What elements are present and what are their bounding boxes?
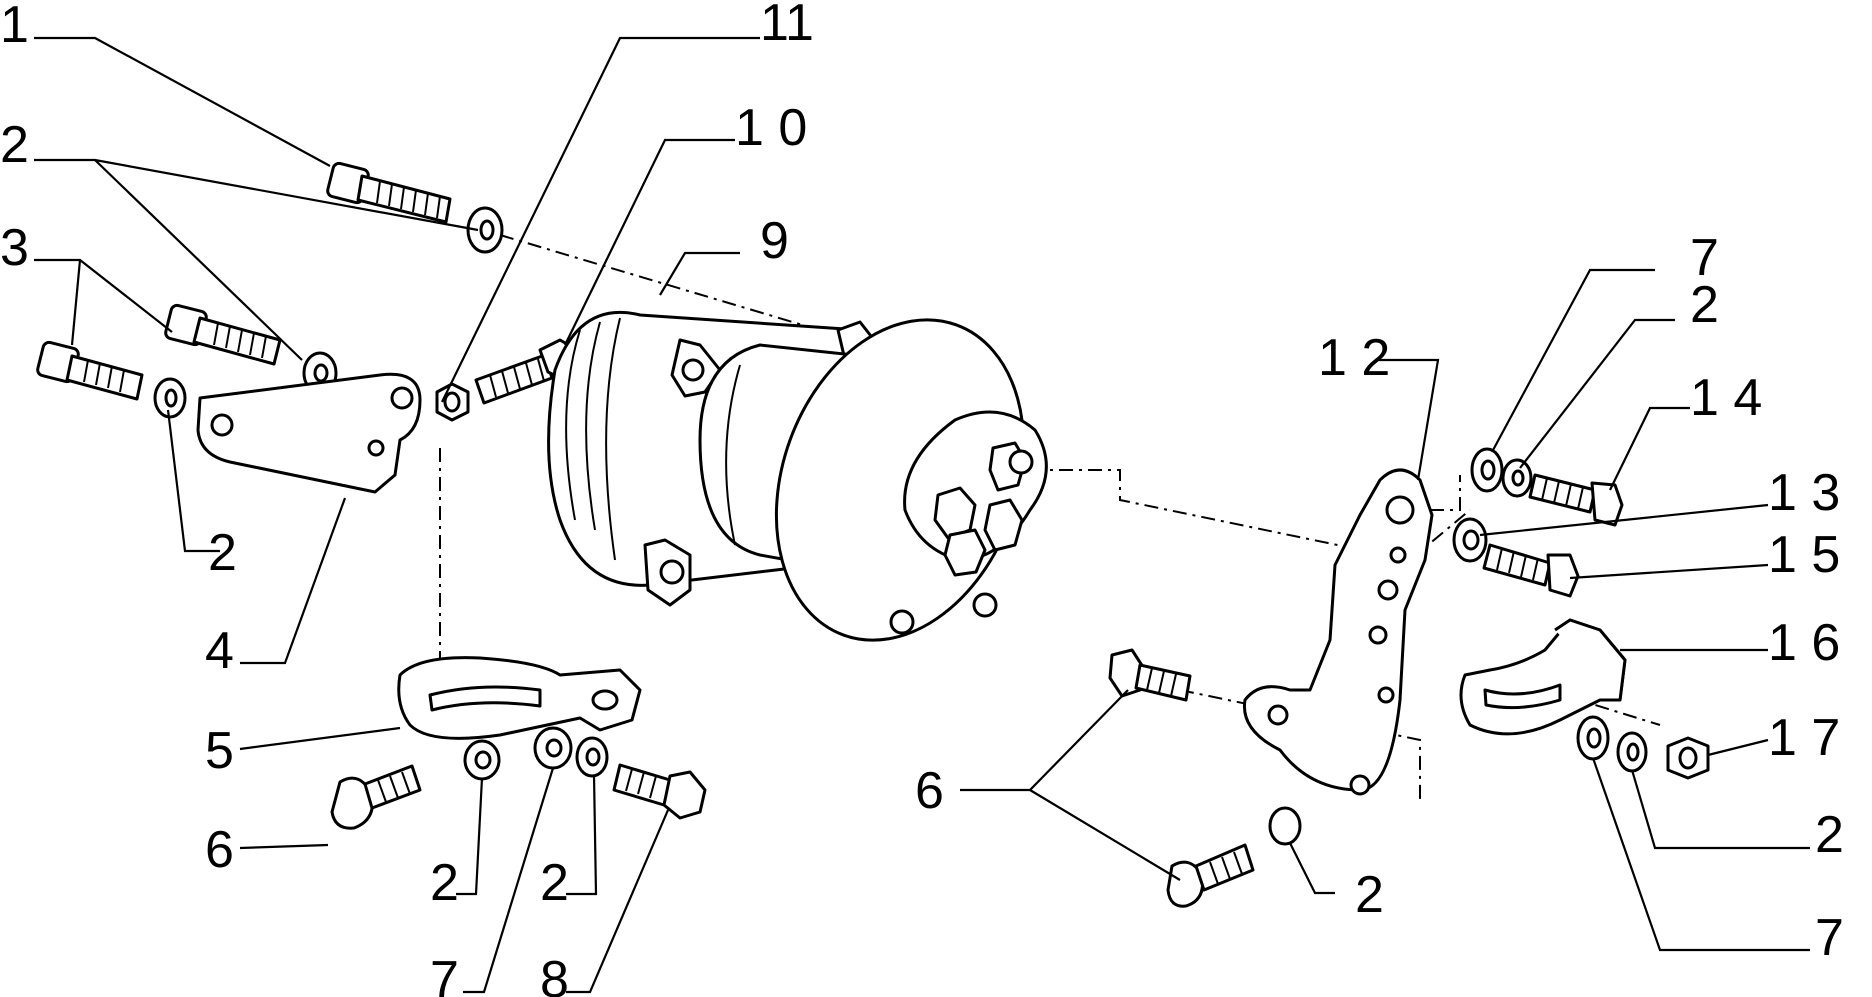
bracket-16 xyxy=(1459,618,1627,736)
washer-2f xyxy=(1501,458,1533,498)
label-2b: 2 xyxy=(208,524,237,582)
label-2a: 2 xyxy=(0,116,29,174)
nut-11 xyxy=(435,382,470,422)
label-7c: 7 xyxy=(1815,909,1844,967)
label-4: 4 xyxy=(205,622,234,680)
label-2d: 2 xyxy=(540,854,569,912)
label-10: 1 0 xyxy=(735,99,807,157)
washer-13 xyxy=(1452,517,1488,563)
label-15: 1 5 xyxy=(1768,526,1840,584)
bolt-6-left xyxy=(330,764,422,830)
bracket-12 xyxy=(1242,468,1434,796)
washer-7a xyxy=(533,726,573,770)
washer-2c xyxy=(153,377,187,419)
label-3: 3 xyxy=(0,219,29,277)
label-7a: 7 xyxy=(430,951,459,997)
label-11: 11 xyxy=(760,0,814,52)
bolt-8 xyxy=(612,763,707,820)
label-2f: 2 xyxy=(1355,866,1384,924)
bolt-14 xyxy=(1528,473,1624,527)
label-6b: 6 xyxy=(915,762,944,820)
label-13: 1 3 xyxy=(1768,464,1840,522)
left-bolt-1 xyxy=(326,161,452,224)
label-7b: 7 xyxy=(1690,229,1719,287)
label-1: 1 xyxy=(0,0,29,54)
compressor-9 xyxy=(547,310,1048,642)
bolt-6-right-a xyxy=(1108,648,1192,702)
bolt-6-right-b xyxy=(1166,843,1255,908)
nut-17 xyxy=(1666,736,1710,780)
washer-2h xyxy=(1268,806,1302,846)
left-bolt-3a xyxy=(164,303,282,366)
washer-2a xyxy=(466,206,504,254)
left-bolt-3b xyxy=(36,340,144,401)
leader-lines xyxy=(34,36,1810,994)
washer-7b xyxy=(1470,447,1504,493)
bracket-4 xyxy=(196,372,422,494)
label-8: 8 xyxy=(540,951,569,997)
bolt-15 xyxy=(1482,543,1580,598)
washer-2e xyxy=(575,736,609,778)
label-2g: 2 xyxy=(1815,806,1844,864)
label-14: 1 4 xyxy=(1690,369,1762,427)
bracket-5 xyxy=(397,656,642,740)
label-2e: 2 xyxy=(1690,276,1719,334)
label-6a: 6 xyxy=(205,821,234,879)
label-16: 1 6 xyxy=(1768,614,1840,672)
label-2c: 2 xyxy=(430,854,459,912)
label-17: 1 7 xyxy=(1768,709,1840,767)
washer-2g xyxy=(1616,731,1648,773)
washer-2d xyxy=(463,739,501,781)
label-5: 5 xyxy=(205,722,234,780)
label-9: 9 xyxy=(760,212,789,270)
label-12: 1 2 xyxy=(1318,329,1390,387)
washer-7c xyxy=(1576,715,1610,761)
